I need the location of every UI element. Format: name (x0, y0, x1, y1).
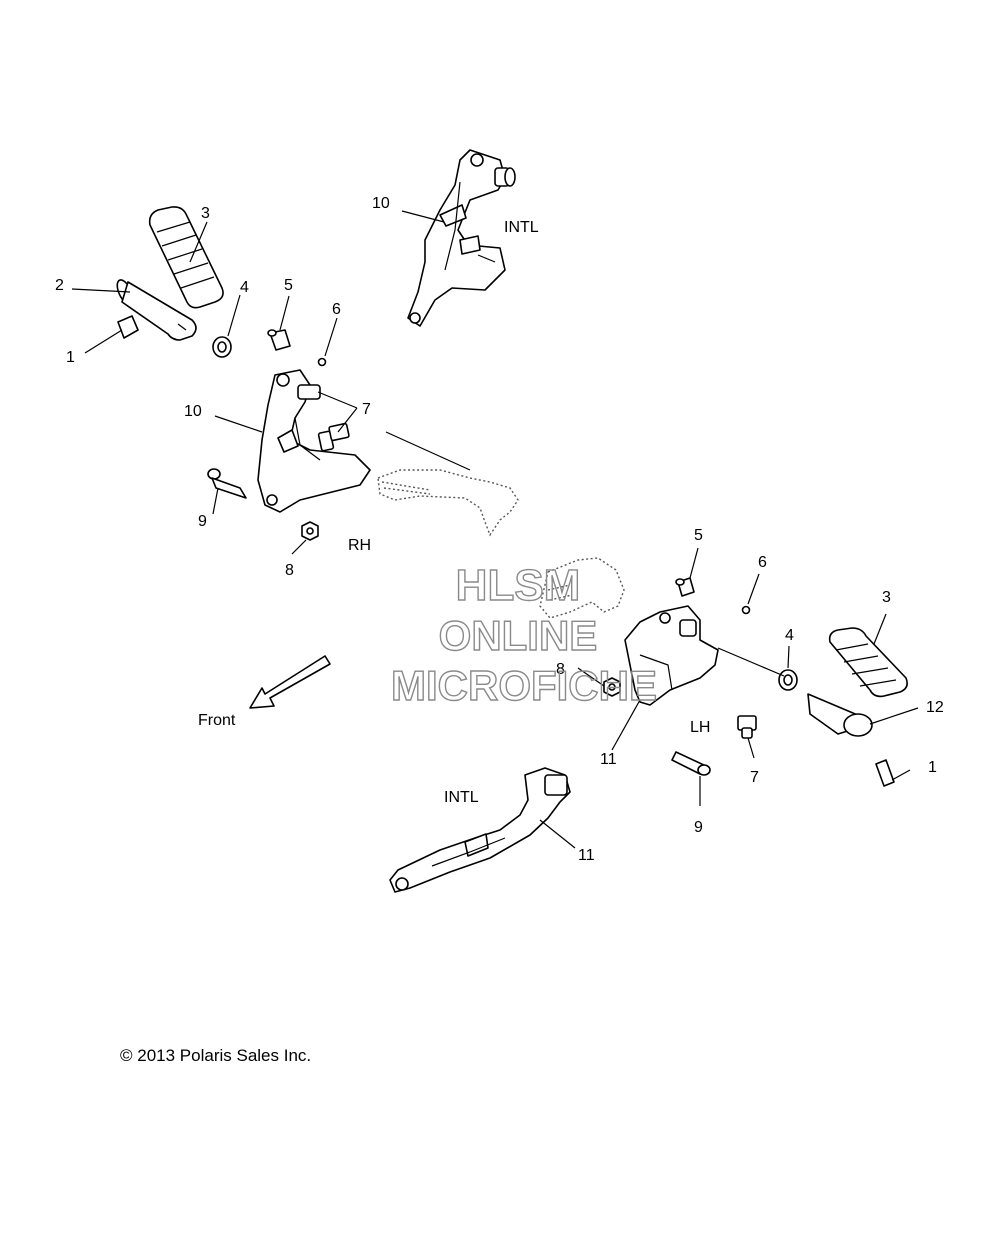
rh-callouts: 3 2 4 5 6 1 10 7 9 8 (55, 205, 371, 579)
intl-bottom-callouts: 11 (578, 847, 595, 864)
rh-nut-8 (301, 521, 319, 541)
lh-pin-5 (675, 577, 695, 597)
callout-lh-1: 1 (928, 759, 937, 776)
rh-bolt-9 (207, 468, 247, 499)
callout-rh-3: 3 (201, 205, 210, 222)
callout-lh-4: 4 (785, 627, 794, 644)
label-rh: RH (348, 537, 371, 554)
callout-lh-6: 6 (758, 554, 767, 571)
watermark: HLSM ONLINE MICROFICHE (390, 560, 657, 709)
intl-top-callouts: 10 (372, 195, 390, 212)
rh-pin-5 (267, 329, 291, 351)
callout-lh-3: 3 (882, 589, 891, 606)
rh-bolt-7 (317, 422, 350, 452)
callout-intl-bottom-11: 11 (578, 847, 595, 864)
copyright: © 2013 Polaris Sales Inc. (120, 1046, 311, 1065)
callout-rh-4: 4 (240, 279, 249, 296)
callout-lh-12: 12 (926, 699, 944, 716)
leader-lines (71, 210, 919, 849)
diagram-labels: INTL RH LH INTL Front (198, 219, 710, 806)
rh-ring-6 (317, 357, 327, 367)
callout-lh-11: 11 (600, 751, 617, 768)
callout-rh-10: 10 (184, 403, 202, 420)
callout-rh-9: 9 (198, 513, 207, 530)
rh-clevis-pin (117, 315, 139, 339)
rh-grip (148, 206, 224, 309)
rh-bracket (257, 369, 371, 513)
lh-washer (778, 669, 798, 691)
rh-washer (212, 336, 232, 358)
callout-rh-6: 6 (332, 301, 341, 318)
lh-ring-6 (741, 605, 751, 615)
callout-lh-8: 8 (556, 661, 565, 678)
callout-rh-8: 8 (285, 562, 294, 579)
label-lh: LH (690, 719, 710, 736)
callout-intl-top-10: 10 (372, 195, 390, 212)
lh-footpeg-pin (807, 693, 873, 737)
callout-lh-7: 7 (750, 769, 759, 786)
intl-rh-bracket (407, 149, 516, 327)
lh-nut-8 (603, 677, 621, 697)
lh-bolt-9 (671, 751, 711, 776)
label-intl-bottom: INTL (444, 789, 479, 806)
watermark-line-2: ONLINE (439, 612, 598, 659)
callout-rh-2: 2 (55, 277, 64, 294)
callout-lh-5: 5 (694, 527, 703, 544)
lh-grip (828, 627, 908, 698)
watermark-line-1: HLSM (456, 561, 581, 610)
lh-bracket (624, 605, 719, 706)
lh-callouts: 5 6 3 4 8 12 11 7 1 9 (556, 527, 944, 836)
lh-bolt-7 (737, 715, 757, 739)
callout-lh-9: 9 (694, 819, 703, 836)
lh-ghost-lever (539, 557, 625, 619)
callout-rh-5: 5 (284, 277, 293, 294)
intl-lh-bracket (389, 767, 571, 893)
callout-rh-1: 1 (66, 349, 75, 366)
label-front: Front (198, 712, 236, 729)
front-arrow (249, 655, 331, 709)
callout-rh-7: 7 (362, 401, 371, 418)
rh-ghost-lever (377, 431, 519, 537)
lh-clevis-pin (875, 759, 895, 787)
watermark-line-3: MICROFICHE (391, 662, 657, 709)
label-intl-top: INTL (504, 219, 539, 236)
